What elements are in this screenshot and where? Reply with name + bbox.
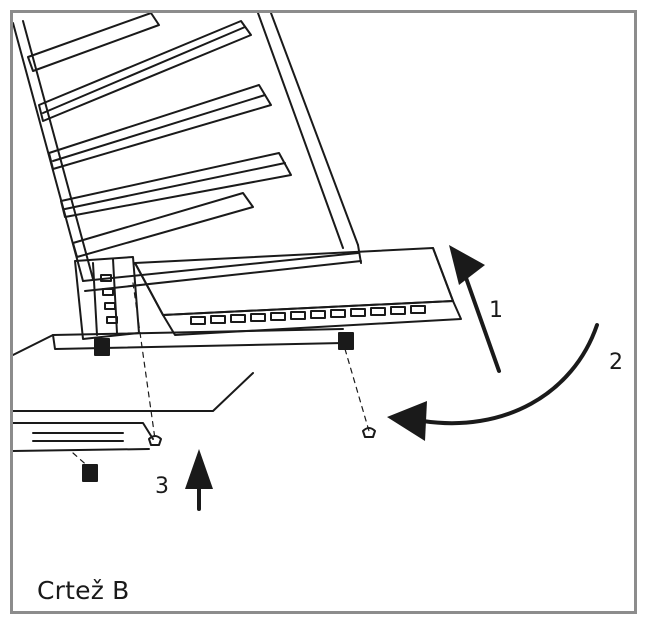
- step-label-3: 3: [155, 474, 169, 499]
- arrow-step-3: [185, 449, 213, 511]
- figure-caption: Crtež B: [37, 576, 130, 605]
- rack-shelves: [27, 13, 292, 258]
- fasteners: [82, 332, 376, 482]
- step-label-2: 2: [609, 350, 623, 375]
- step-label-1: 1: [489, 298, 503, 323]
- patch-panel: [134, 247, 462, 336]
- assembly-diagram: 1 2 3: [13, 13, 623, 511]
- guide-lines: [72, 282, 370, 470]
- arrow-step-1: [449, 245, 501, 373]
- rack-frame: [13, 13, 362, 292]
- mounting-bracket: [74, 256, 140, 340]
- arrow-step-2: [387, 323, 599, 441]
- figure-frame: 1 2 3 Crtež B: [10, 10, 637, 614]
- base-tray: [13, 328, 344, 452]
